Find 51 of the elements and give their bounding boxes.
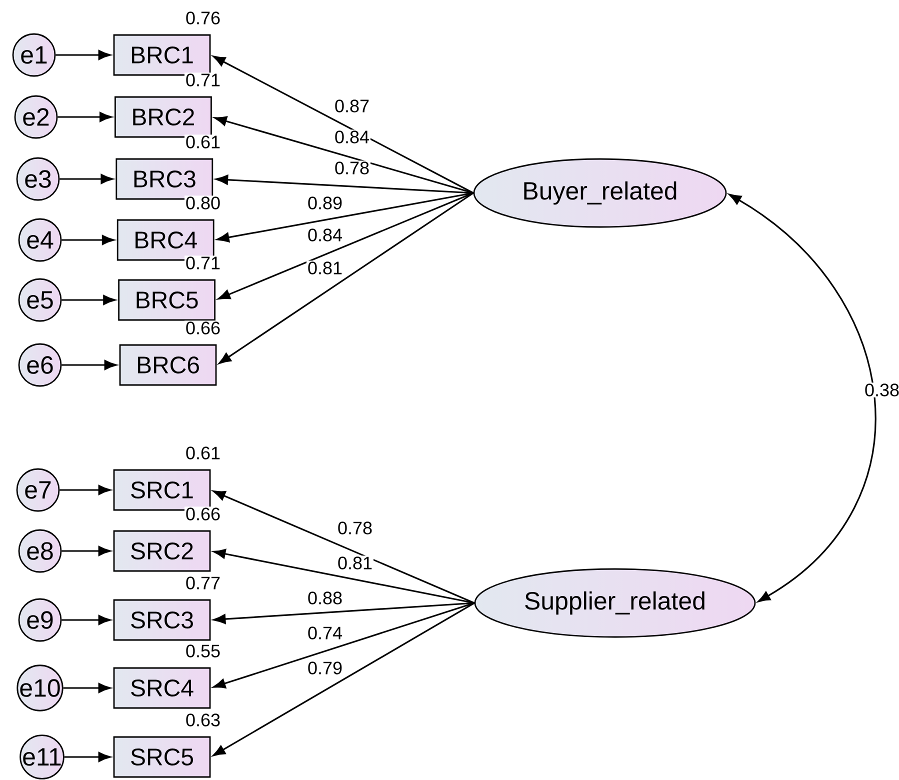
edge-label: 0.89: [306, 196, 344, 210]
indicator-box: SRC3: [113, 599, 211, 641]
value-label: 0.61: [184, 134, 222, 150]
edge-label: 0.87: [334, 98, 371, 114]
value-label: 0.66: [184, 320, 222, 336]
edge-label: 0.78: [336, 520, 374, 536]
arrow: [213, 602, 474, 624]
value-label: 0.61: [184, 446, 222, 460]
edge-label: 0.79: [306, 660, 344, 676]
edge-label: 0.81: [306, 260, 344, 276]
value-label: 0.63: [184, 712, 222, 728]
value-label: 0.55: [184, 644, 222, 658]
value-label: 0.80: [184, 196, 222, 210]
arrow: [62, 615, 111, 625]
indicator-box: SRC2: [113, 530, 211, 572]
value-label: 0.77: [184, 576, 222, 590]
value-label: 0.71: [184, 72, 222, 88]
arrow: [214, 116, 474, 194]
indicator-box: SRC5: [113, 736, 211, 778]
value-label: 0.76: [184, 10, 222, 26]
edge-label: 0.38: [864, 382, 899, 398]
edge-label: 0.74: [306, 626, 344, 640]
arrow: [218, 192, 474, 364]
arrow: [62, 546, 111, 556]
arrow: [728, 194, 876, 602]
indicator-box: BRC5: [118, 279, 216, 321]
value-label: 0.66: [184, 506, 222, 522]
edge-label: 0.84: [306, 228, 344, 242]
arrow: [60, 174, 114, 184]
edge-label: 0.88: [306, 590, 344, 606]
indicator-box: BRC6: [119, 344, 217, 386]
value-label: 0.71: [184, 256, 222, 270]
edge-label: 0.81: [336, 556, 374, 570]
indicator-box: SRC4: [113, 667, 211, 709]
arrow: [62, 235, 114, 245]
edge-label: 0.84: [334, 130, 371, 144]
arrow: [64, 752, 111, 762]
arrow: [218, 192, 474, 300]
edge-label: 0.78: [334, 160, 371, 176]
arrow: [212, 602, 475, 756]
arrow: [58, 112, 112, 122]
arrow: [60, 485, 111, 495]
arrow: [213, 490, 475, 604]
arrow: [62, 295, 116, 305]
arrow: [216, 174, 474, 194]
arrow: [213, 548, 474, 604]
arrow: [213, 602, 475, 688]
arrow: [212, 56, 474, 194]
arrow: [62, 360, 117, 370]
arrow: [63, 683, 111, 693]
arrow: [56, 50, 111, 60]
